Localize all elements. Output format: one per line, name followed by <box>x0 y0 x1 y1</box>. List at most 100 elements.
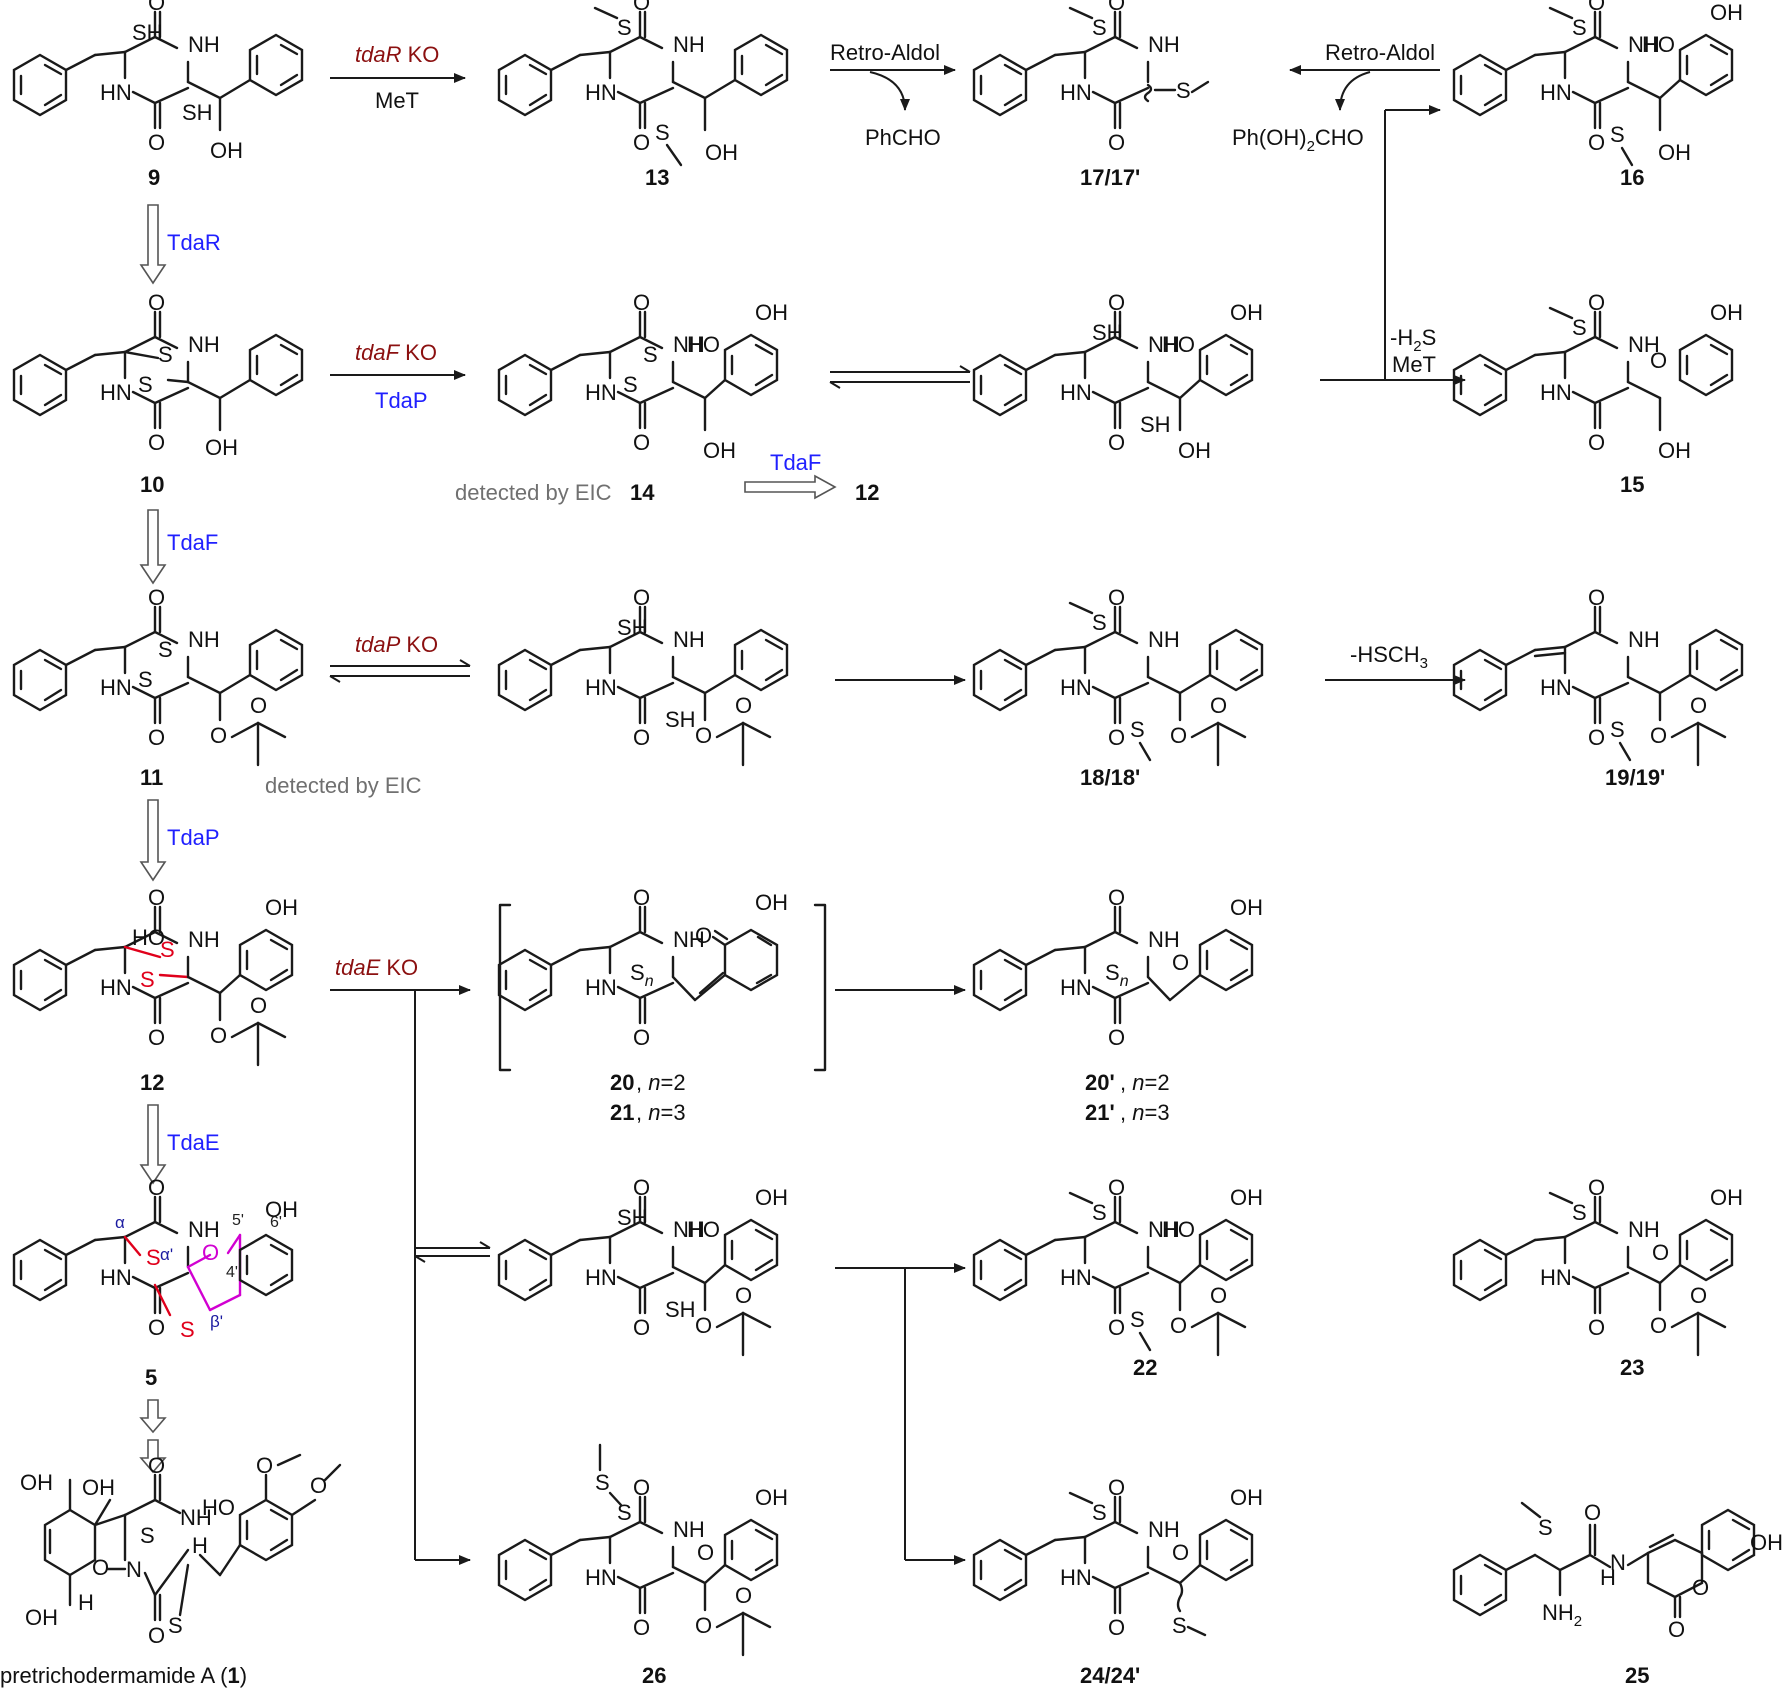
svg-text:H: H <box>192 1533 208 1558</box>
svg-text:O: O <box>1172 950 1189 975</box>
svg-text:OH: OH <box>265 1197 298 1222</box>
svg-text:HN: HN <box>1060 380 1092 405</box>
label-12: 12 <box>140 1070 164 1095</box>
svg-text:S: S <box>180 1317 195 1342</box>
bracket-right <box>813 903 827 1072</box>
svg-text:NH: NH <box>673 32 705 57</box>
arrow-10-to-11: TdaF <box>139 509 218 585</box>
svg-text:O: O <box>1588 585 1605 610</box>
svg-text:HN: HN <box>1540 380 1572 405</box>
compound-20-21: Sn O NH HN O O OH <box>497 885 788 1050</box>
svg-text:HO: HO <box>1162 332 1195 357</box>
svg-text:O: O <box>695 723 712 748</box>
svg-text:O: O <box>148 1453 165 1478</box>
svg-text:NH: NH <box>1148 1217 1180 1242</box>
svg-text:OH: OH <box>755 1485 788 1510</box>
arrow-12-branch: tdaE KO <box>330 955 491 1565</box>
label-16: 16 <box>1620 165 1644 190</box>
svg-text:Sn: Sn <box>1105 960 1129 990</box>
label-9: 9 <box>148 165 160 190</box>
svg-text:OH: OH <box>755 890 788 915</box>
svg-text:S: S <box>1092 1200 1107 1225</box>
svg-text:O: O <box>1588 430 1605 455</box>
svg-text:HO: HO <box>1642 32 1675 57</box>
svg-text:NH: NH <box>673 1517 705 1542</box>
svg-text:N: N <box>1610 1550 1626 1575</box>
svg-text:OH: OH <box>703 438 736 463</box>
svg-text:HN: HN <box>585 1565 617 1590</box>
svg-text:O: O <box>695 1313 712 1338</box>
svg-text:OH: OH <box>20 1470 53 1495</box>
svg-text:HN: HN <box>1060 675 1092 700</box>
svg-text:S: S <box>138 667 153 692</box>
svg-text:HN: HN <box>1060 975 1092 1000</box>
label-21p: 21' <box>1085 1100 1115 1125</box>
compound-17: S O NH HN O S <box>972 0 1210 155</box>
svg-text:O: O <box>250 693 267 718</box>
svg-text:O: O <box>210 723 227 748</box>
compound-16: S O NH HN O S OH HO OH <box>1452 0 1743 167</box>
svg-text:O: O <box>310 1473 327 1498</box>
svg-text:S: S <box>1130 1307 1145 1332</box>
svg-text:SH: SH <box>132 20 163 45</box>
svg-text:OH: OH <box>1178 438 1211 463</box>
svg-text:S: S <box>623 372 638 397</box>
svg-text:O: O <box>1588 725 1605 750</box>
label-1: pretrichodermamide A (1) <box>0 1663 247 1688</box>
svg-text:MeT: MeT <box>1392 352 1436 377</box>
svg-text:TdaP: TdaP <box>167 825 220 850</box>
label-20: 20 <box>610 1070 634 1095</box>
svg-text:S: S <box>1572 1200 1587 1225</box>
svg-text:O: O <box>1108 585 1125 610</box>
svg-text:-H2S: -H2S <box>1390 325 1436 355</box>
svg-text:O: O <box>633 1315 650 1340</box>
compound-15: S O NH HN O O OH OH <box>1452 290 1743 463</box>
equilibrium-11-open: tdaP KO <box>329 632 471 683</box>
svg-text:S: S <box>1610 122 1625 147</box>
equilibrium-14-open <box>829 365 971 389</box>
svg-text:NH: NH <box>1628 1217 1660 1242</box>
compound-12: S S O NH HN O O O HO OH <box>12 885 298 1067</box>
svg-text:O: O <box>1108 290 1125 315</box>
svg-text:S: S <box>617 15 632 40</box>
svg-text:O: O <box>1650 348 1667 373</box>
svg-text:Sn: Sn <box>630 960 654 990</box>
compound-19: O NH HN O S O O <box>1452 585 1744 767</box>
arrow-5-to-1 <box>139 1399 167 1474</box>
label-26: 26 <box>642 1663 666 1688</box>
svg-text:S: S <box>140 1523 155 1548</box>
svg-text:O: O <box>633 290 650 315</box>
svg-text:S: S <box>1092 610 1107 635</box>
svg-text:O: O <box>1588 290 1605 315</box>
svg-text:O: O <box>202 1240 219 1265</box>
svg-text:O: O <box>250 993 267 1018</box>
svg-text:O: O <box>1650 1313 1667 1338</box>
note-eic-11: detected by EIC <box>265 773 422 798</box>
svg-text:NH: NH <box>673 927 705 952</box>
svg-text:S: S <box>1130 717 1145 742</box>
compound-14-open: SH O NH HN O SH OH HO OH <box>972 290 1263 463</box>
compound-20p-21p: Sn O NH HN O O OH <box>972 885 1263 1050</box>
label-18: 18/18' <box>1080 765 1140 790</box>
svg-text:O: O <box>148 1315 165 1340</box>
svg-text:TdaF: TdaF <box>167 530 218 555</box>
svg-text:O: O <box>1108 1615 1125 1640</box>
svg-text:O: O <box>735 1583 752 1608</box>
svg-text:O: O <box>92 1555 109 1580</box>
svg-text:tdaE KO: tdaE KO <box>335 955 418 980</box>
svg-text:O: O <box>148 1025 165 1050</box>
svg-text:α': α' <box>160 1245 173 1264</box>
svg-text:S: S <box>1538 1515 1553 1540</box>
svg-text:HN: HN <box>1540 80 1572 105</box>
svg-text:O: O <box>1108 1475 1125 1500</box>
label-13: 13 <box>645 165 669 190</box>
svg-text:HO: HO <box>132 925 165 950</box>
cond-phcho: PhCHO <box>865 125 941 150</box>
label-21p-n: , n=3 <box>1120 1100 1170 1125</box>
svg-text:O: O <box>1108 430 1125 455</box>
svg-text:O: O <box>695 923 712 948</box>
svg-text:OH: OH <box>205 435 238 460</box>
svg-text:S: S <box>160 937 175 962</box>
svg-text:SH: SH <box>617 615 648 640</box>
svg-text:OH: OH <box>1710 0 1743 25</box>
